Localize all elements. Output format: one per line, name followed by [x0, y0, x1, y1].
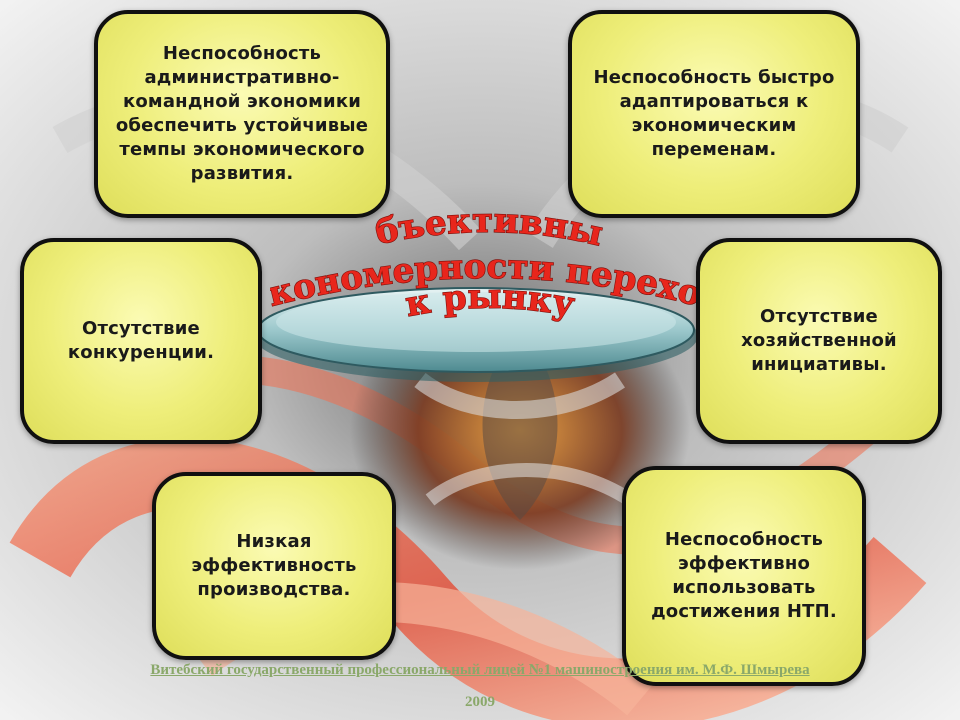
footer-institution: Витебский государственный профессиональн… — [150, 662, 810, 678]
footer-year: 2009 — [465, 694, 495, 710]
box-middle-right-text: Отсутствие хозяйственной инициативы. — [741, 306, 897, 375]
box-middle-left: Отсутствие конкуренции. — [20, 238, 262, 444]
title-line-3: к рынку — [402, 277, 577, 325]
box-bottom-right-text: Неспособность эффективно использовать до… — [651, 529, 837, 622]
box-top-left-text: Неспособность административно-командной … — [115, 43, 369, 184]
box-middle-right: Отсутствие хозяйственной инициативы. — [696, 238, 942, 444]
diagram-title: Объективные Объективные закономерности п… — [270, 196, 706, 326]
box-bottom-left-text: Низкая эффективность производства. — [191, 531, 357, 600]
box-middle-left-text: Отсутствие конкуренции. — [67, 318, 215, 363]
box-bottom-right: Неспособность эффективно использовать до… — [622, 466, 866, 686]
box-top-right-text: Неспособность быстро адаптироваться к эк… — [593, 67, 835, 160]
box-top-right: Неспособность быстро адаптироваться к эк… — [568, 10, 860, 218]
box-bottom-left: Низкая эффективность производства. — [152, 472, 396, 660]
box-top-left: Неспособность административно-командной … — [94, 10, 390, 218]
